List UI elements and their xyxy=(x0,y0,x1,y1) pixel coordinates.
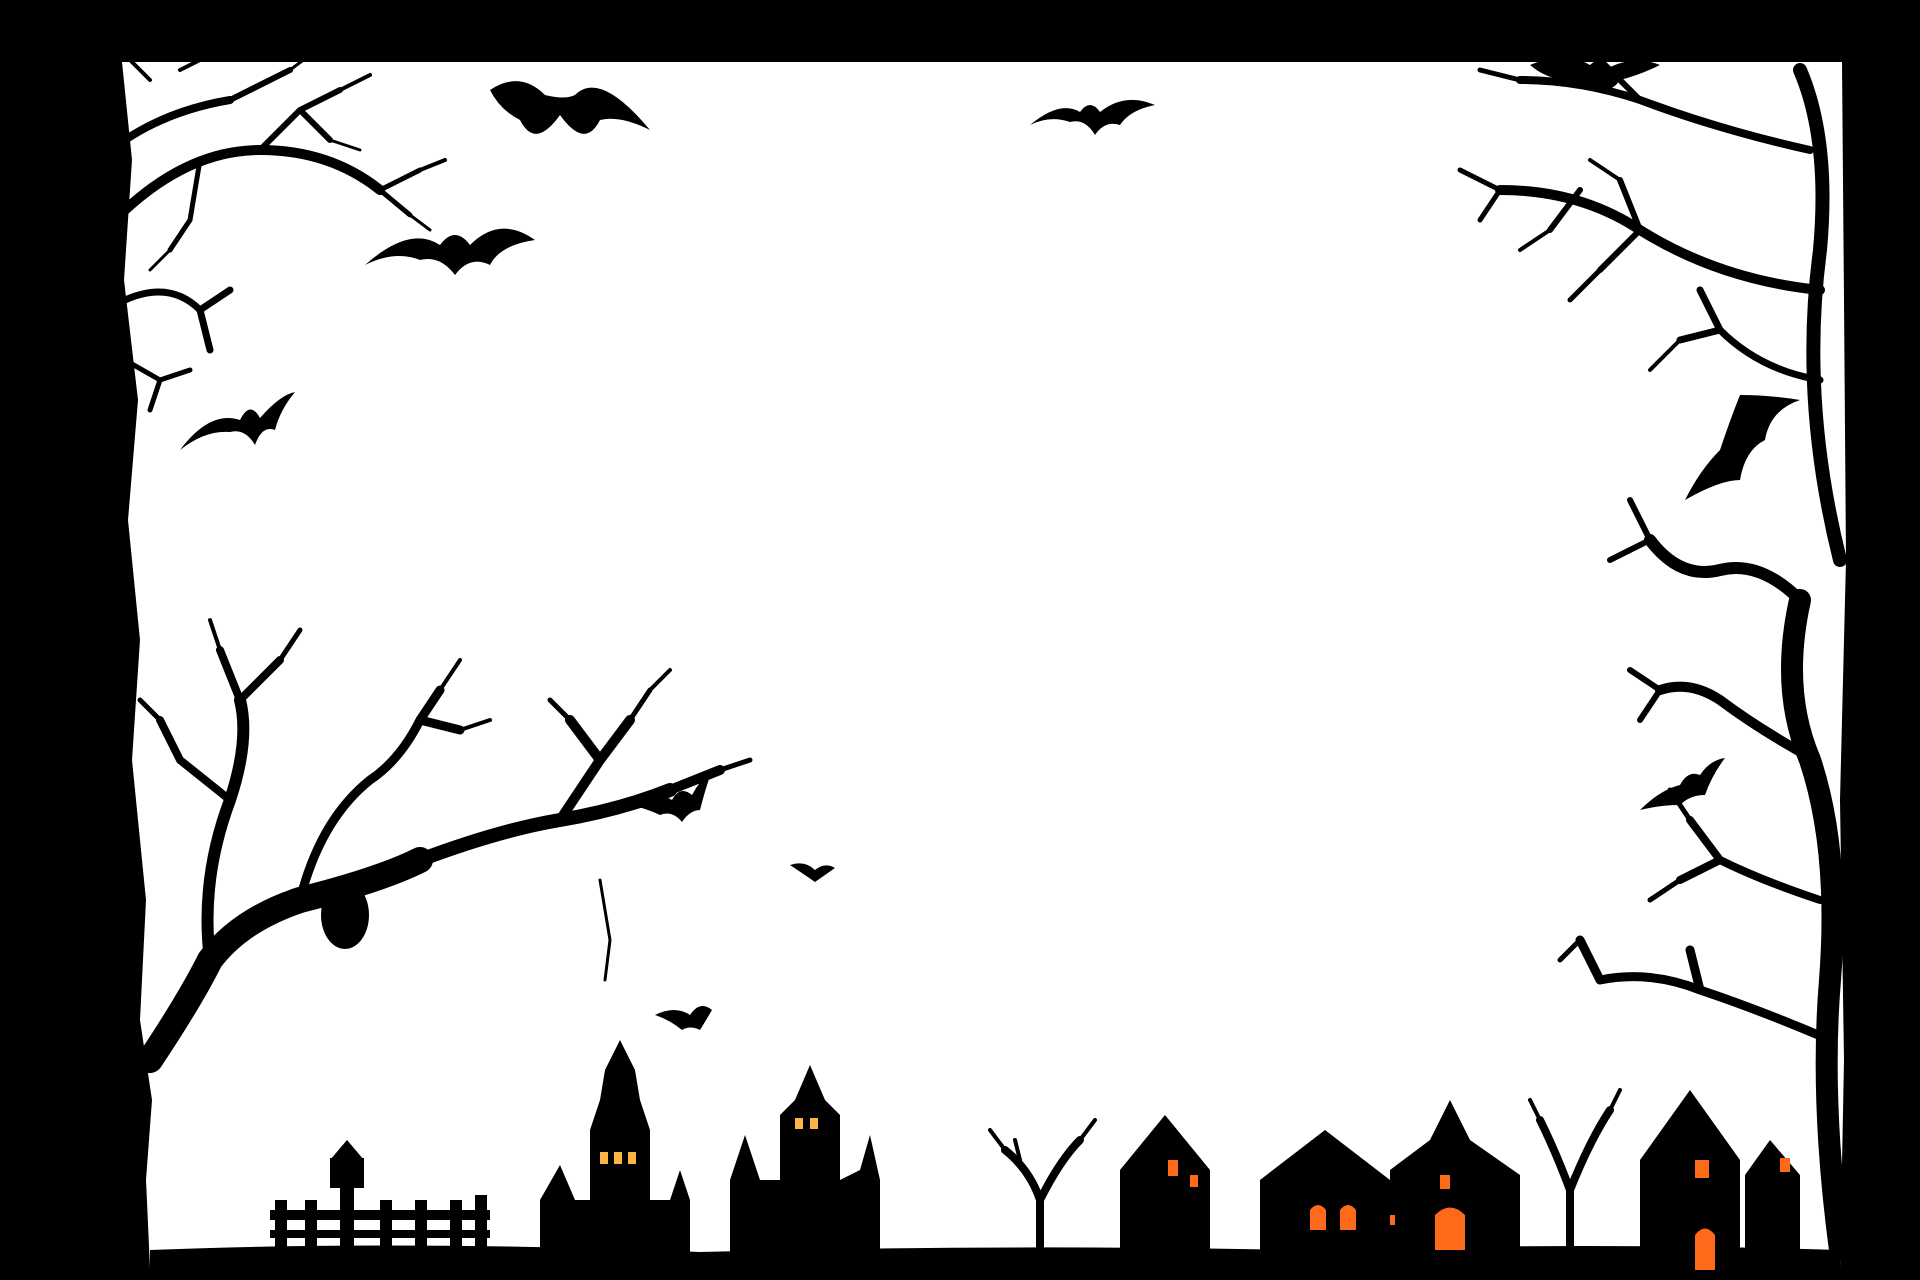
bat-icon xyxy=(1530,57,1660,89)
top-right-bare-tree xyxy=(1457,38,1847,567)
bat-icon xyxy=(1030,99,1155,135)
bat-icon xyxy=(490,81,650,134)
bat-icon xyxy=(1685,395,1800,500)
bat-icon xyxy=(1640,758,1725,810)
right-gnarled-tree xyxy=(1557,497,1851,1261)
bat-icon xyxy=(655,1006,712,1030)
bats-group xyxy=(180,57,1800,1030)
small-bare-trees xyxy=(988,1088,1622,1259)
top-left-bare-tree xyxy=(120,53,447,413)
white-paper-area xyxy=(122,62,1846,1268)
graveyard-fence xyxy=(270,1140,490,1255)
left-gnarled-tree xyxy=(137,618,753,1073)
spooky-castle-tower xyxy=(540,1040,690,1255)
castle-with-flag xyxy=(730,1065,880,1255)
haunted-houses-row xyxy=(1120,1090,1800,1270)
owl-silhouette xyxy=(321,881,369,949)
bat-icon xyxy=(630,770,712,822)
bat-icon xyxy=(790,863,835,882)
bat-icon xyxy=(180,392,295,450)
bat-icon xyxy=(365,228,535,275)
ground-silhouette xyxy=(150,1245,1840,1280)
